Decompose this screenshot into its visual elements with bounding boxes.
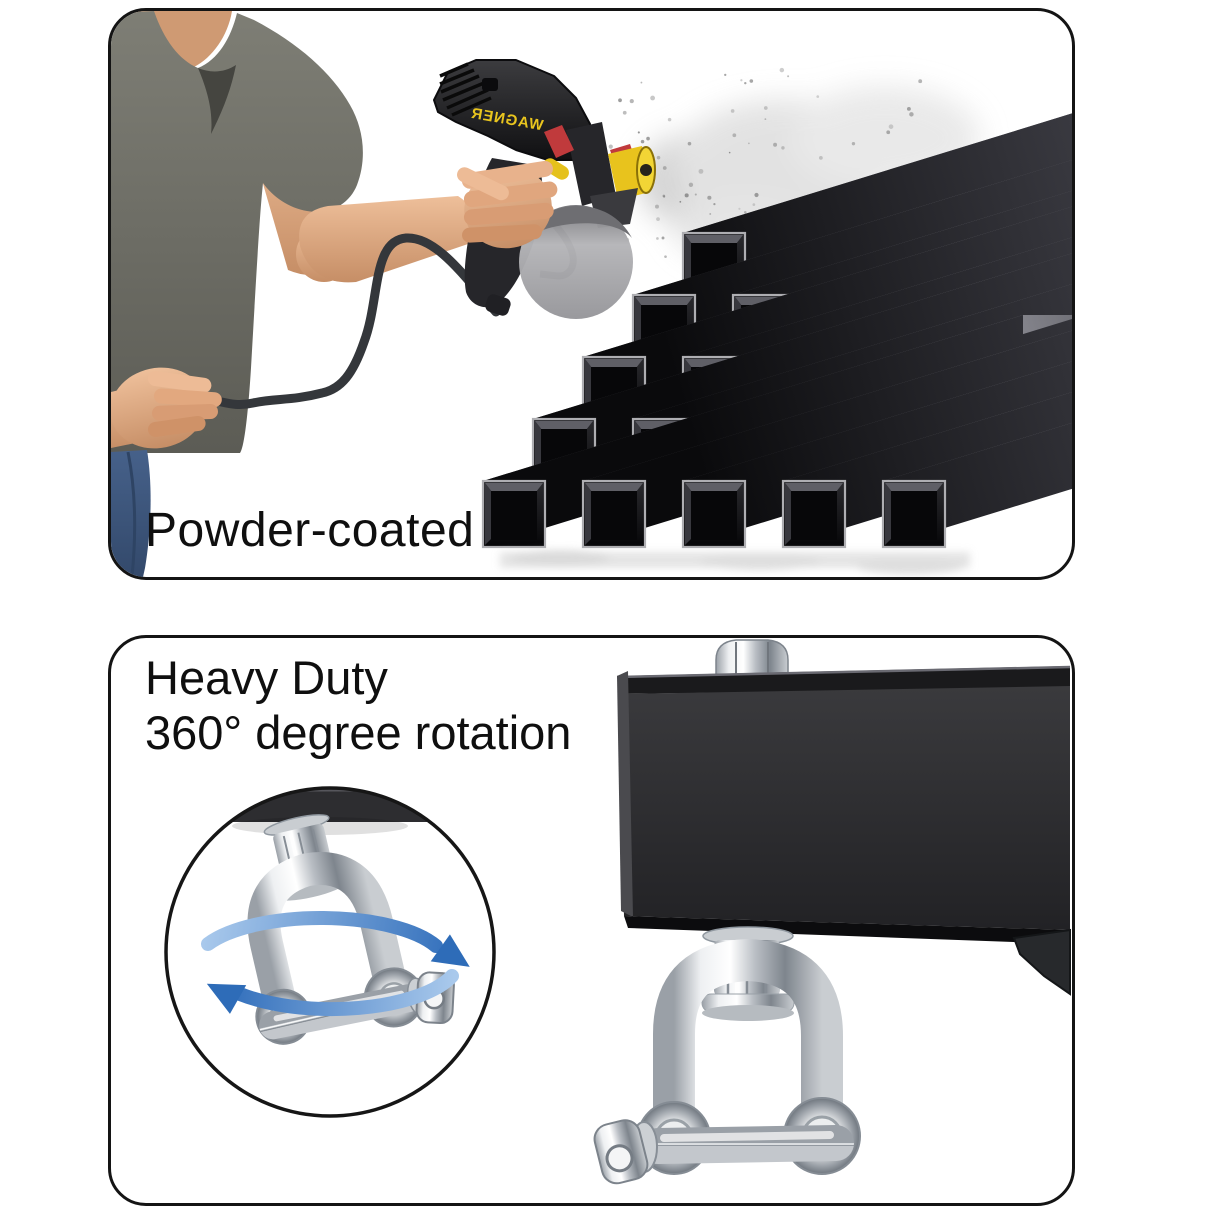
left-hand bbox=[111, 367, 222, 449]
vneck-shadow bbox=[198, 65, 236, 134]
feature-heading: Heavy Duty 360° degree rotation bbox=[145, 650, 571, 760]
powder-coated-panel: WAGNER bbox=[108, 8, 1075, 580]
rotation-feature-panel: Heavy Duty 360° degree rotation bbox=[108, 635, 1075, 1206]
man-figure bbox=[111, 11, 476, 577]
right-hand bbox=[457, 160, 558, 249]
nozzle-hole bbox=[640, 164, 652, 176]
jeans-seam bbox=[126, 451, 137, 577]
rotation-inset bbox=[164, 786, 496, 1118]
key-tab bbox=[593, 1119, 649, 1185]
shackle-pin bbox=[640, 1125, 854, 1164]
power-cable bbox=[165, 233, 501, 409]
gun-front-column bbox=[566, 122, 616, 206]
red-collar bbox=[544, 125, 574, 158]
paint-cup bbox=[519, 205, 633, 319]
spray-coating-illustration: WAGNER bbox=[111, 11, 1072, 577]
mounted-beam bbox=[616, 665, 1071, 996]
main-swivel-shackle bbox=[593, 926, 861, 1185]
forearm-skin bbox=[299, 196, 476, 283]
shackle-u-bracket bbox=[653, 938, 843, 1124]
clamp-fragment bbox=[1012, 928, 1071, 996]
motor-emblem bbox=[482, 78, 498, 91]
cable-strain-relief bbox=[485, 294, 511, 316]
powder-coated-caption: Powder-coated bbox=[145, 504, 475, 557]
heading-line-2: 360° degree rotation bbox=[145, 706, 572, 759]
rotation-arrows-icon bbox=[201, 910, 470, 1017]
swivel-shackle-illustration bbox=[164, 639, 1071, 1185]
steel-tube-stack bbox=[481, 113, 1072, 549]
vent-slats bbox=[439, 62, 492, 117]
jeans bbox=[111, 450, 151, 577]
heading-line-1: Heavy Duty bbox=[145, 651, 388, 704]
tshirt bbox=[111, 11, 363, 453]
stack-reflections bbox=[500, 550, 970, 574]
